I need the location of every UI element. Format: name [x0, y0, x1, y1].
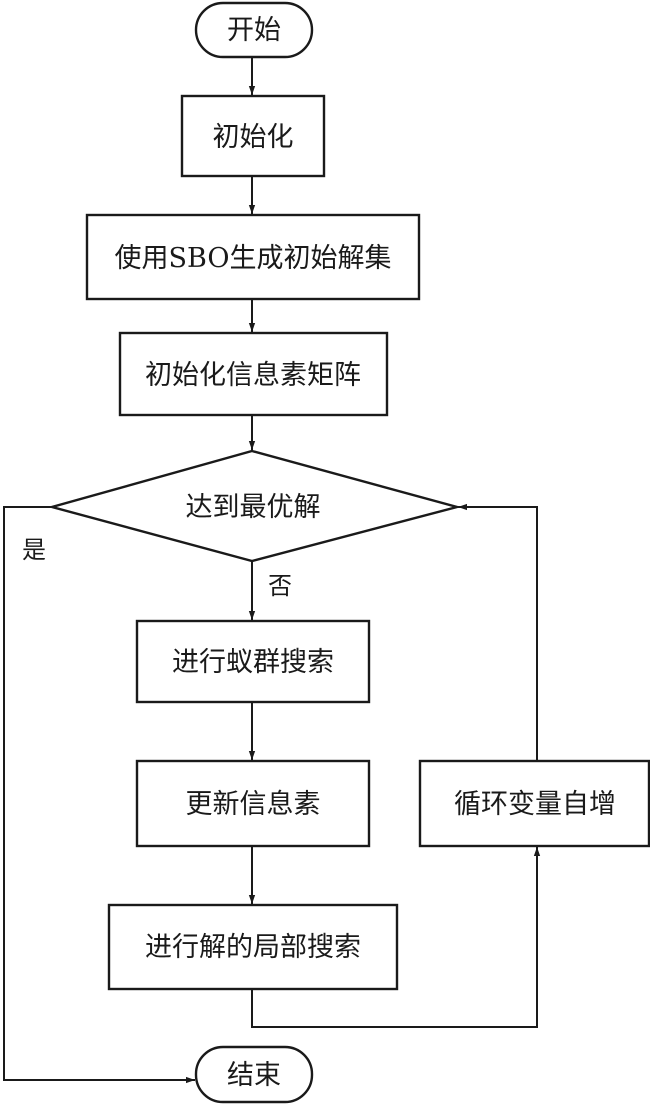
decision-diamond: 达到最优解	[47, 449, 462, 563]
sbo-label: 使用SBO生成初始解集	[115, 243, 392, 274]
pheromone-update-box: 更新信息素	[135, 759, 371, 848]
start-label: 开始	[227, 15, 281, 46]
edge-loop-increment-decision	[458, 503, 538, 761]
end-terminal: 结束	[194, 1045, 314, 1104]
local-search-label: 进行解的局部搜索	[145, 932, 361, 963]
pheromone-init-label: 初始化信息素矩阵	[145, 360, 361, 391]
decision-label: 达到最优解	[186, 492, 321, 523]
pheromone-update-label: 更新信息素	[186, 789, 321, 820]
no-label: 否	[268, 572, 292, 600]
end-label: 结束	[227, 1060, 281, 1091]
ant-search-label: 进行蚁群搜索	[172, 647, 334, 678]
local-search-box: 进行解的局部搜索	[107, 903, 399, 991]
pheromone-init-box: 初始化信息素矩阵	[118, 331, 389, 417]
init-label: 初始化	[213, 122, 294, 153]
init-box: 初始化	[180, 94, 326, 178]
edge-local-search-loop-increment	[251, 847, 541, 1028]
loop-increment-box: 循环变量自增	[418, 759, 650, 848]
start-terminal: 开始	[194, 1, 314, 59]
ant-search-box: 进行蚁群搜索	[135, 619, 371, 704]
loop-increment-label: 循环变量自增	[454, 789, 616, 820]
edges	[3, 57, 541, 1084]
yes-label: 是	[22, 536, 46, 564]
sbo-box: 使用SBO生成初始解集	[85, 213, 421, 301]
edge-decision-end	[3, 506, 195, 1084]
